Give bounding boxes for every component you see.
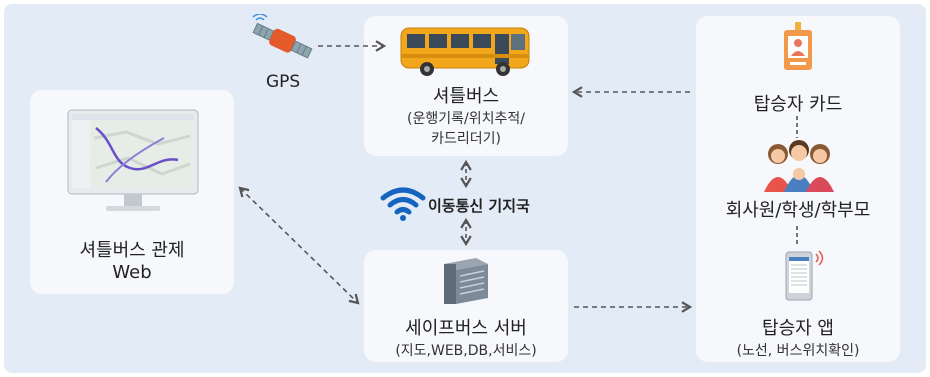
card-label: 탑승자 카드 [753, 94, 843, 115]
gps-satellite-icon [252, 14, 313, 59]
web-label-line2: Web [112, 262, 152, 283]
phone-app-icon [785, 250, 824, 301]
gps-label: GPS [266, 72, 301, 92]
family-icon [764, 140, 834, 192]
bus-subtitle-line1: (운행기록/위치추적/ [407, 111, 525, 127]
app-subtitle: (노선, 버스위치확인) [736, 343, 860, 359]
server-title: 세이프버스 서버 [405, 318, 527, 339]
app-title: 탑승자 앱 [762, 318, 834, 339]
comm-tower-label: 이동통신 기지국 [428, 197, 530, 215]
wifi-icon [380, 187, 426, 221]
web-label-line1: 셔틀버스 관제 [79, 240, 185, 261]
server-subtitle: (지도,WEB,DB,서비스) [395, 343, 537, 359]
id-card-icon [784, 22, 812, 70]
bus-title: 셔틀버스 [432, 86, 500, 107]
bus-subtitle-line2: 카드리더기) [431, 131, 501, 147]
server-icon [444, 258, 488, 304]
people-label: 회사원/학생/학부모 [725, 200, 871, 221]
monitor-map-icon [67, 109, 199, 211]
web-to-server-arrow [238, 186, 360, 305]
bus-icon [400, 27, 530, 76]
